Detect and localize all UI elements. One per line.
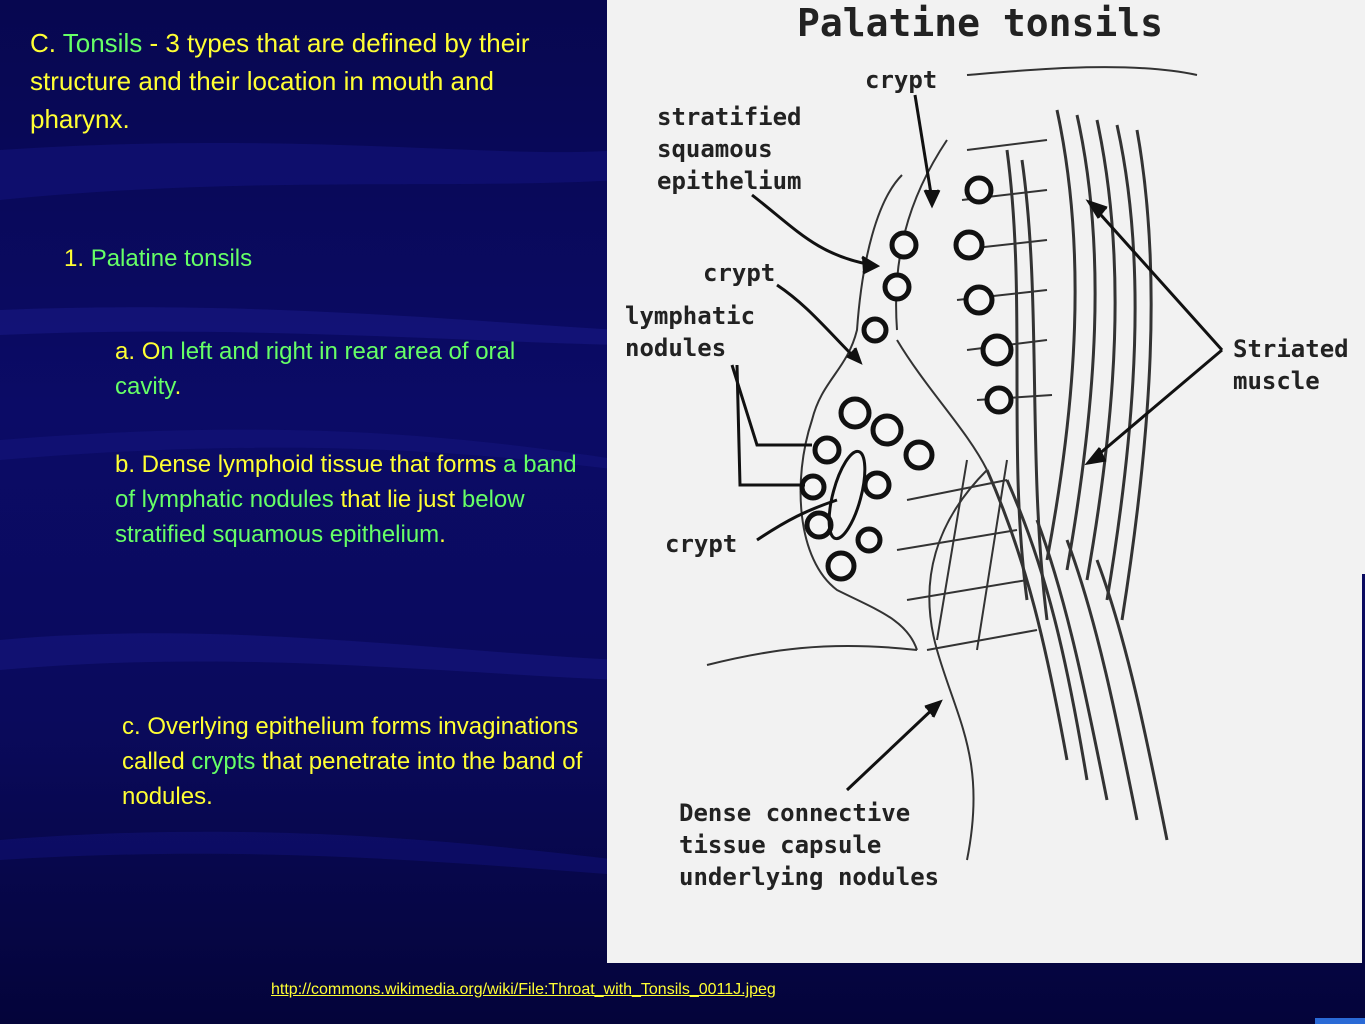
- itemB-part3: that lie just: [333, 486, 456, 513]
- title-rest: - 3 types that are defined by their stru…: [30, 28, 530, 134]
- label-capsule-2: tissue capsule: [679, 831, 881, 859]
- label-crypt-mid: crypt: [703, 259, 775, 287]
- label-crypt-top: crypt: [865, 66, 937, 94]
- itemC-part3: that penetrate into the band of nodules.: [122, 748, 583, 810]
- title-highlight: Tonsils: [62, 28, 143, 58]
- itemA-text: n left and right in rear area of oral ca…: [115, 338, 516, 400]
- figure-labels: crypt stratified squamous epithelium cry…: [625, 66, 1349, 891]
- itemB-part4: below stratified squamous epithelium: [115, 486, 525, 548]
- title-prefix: C.: [30, 28, 63, 58]
- label-epithelium-1: stratified: [657, 103, 802, 131]
- label-muscle-2: muscle: [1233, 367, 1320, 395]
- item-palatine-tonsils: 1. Palatine tonsils: [64, 240, 252, 278]
- itemA-first-letter: O: [141, 338, 161, 365]
- label-epithelium-3: epithelium: [657, 167, 802, 195]
- itemA-prefix: a.: [115, 338, 142, 365]
- corner-accent: [1315, 1018, 1365, 1024]
- tonsil-diagram-svg: Palatine tonsils: [625, 1, 1349, 891]
- label-epithelium-2: squamous: [657, 135, 773, 163]
- itemB-part1: b. Dense lymphoid tissue that forms: [115, 451, 504, 478]
- figure-title: Palatine tonsils: [797, 1, 1163, 45]
- item1-prefix: 1.: [64, 245, 91, 272]
- item-b: b. Dense lymphoid tissue that forms a ba…: [115, 447, 595, 552]
- crypt-lumen: [827, 449, 867, 541]
- item-c: c. Overlying epithelium forms invaginati…: [122, 709, 592, 814]
- label-capsule-1: Dense connective: [679, 799, 910, 827]
- label-nodules-2: nodules: [625, 334, 726, 362]
- item-a: a. On left and right in rear area of ora…: [115, 334, 575, 404]
- label-nodules-1: lymphatic: [625, 302, 755, 330]
- source-link[interactable]: http://commons.wikimedia.org/wiki/File:T…: [271, 981, 776, 998]
- itemB-part2: a band of lymphatic nodules: [115, 451, 577, 513]
- itemB-part5: .: [439, 521, 446, 548]
- itemA-end: .: [174, 373, 182, 400]
- label-capsule-3: underlying nodules: [679, 863, 939, 891]
- label-crypt-low: crypt: [665, 530, 737, 558]
- tonsil-diagram: Palatine tonsils: [607, 0, 1362, 963]
- itemC-part2: crypts: [191, 748, 256, 775]
- item1-text: Palatine tonsils: [90, 245, 253, 272]
- itemC-part1: c. Overlying epithelium forms invaginati…: [122, 713, 579, 775]
- lymphatic-nodules: [799, 175, 1014, 582]
- striated-muscle: [985, 109, 1169, 841]
- label-arrows: [730, 94, 1224, 792]
- label-muscle-1: Striated: [1233, 335, 1349, 363]
- slide-title: C. Tonsils - 3 types that are defined by…: [30, 24, 600, 138]
